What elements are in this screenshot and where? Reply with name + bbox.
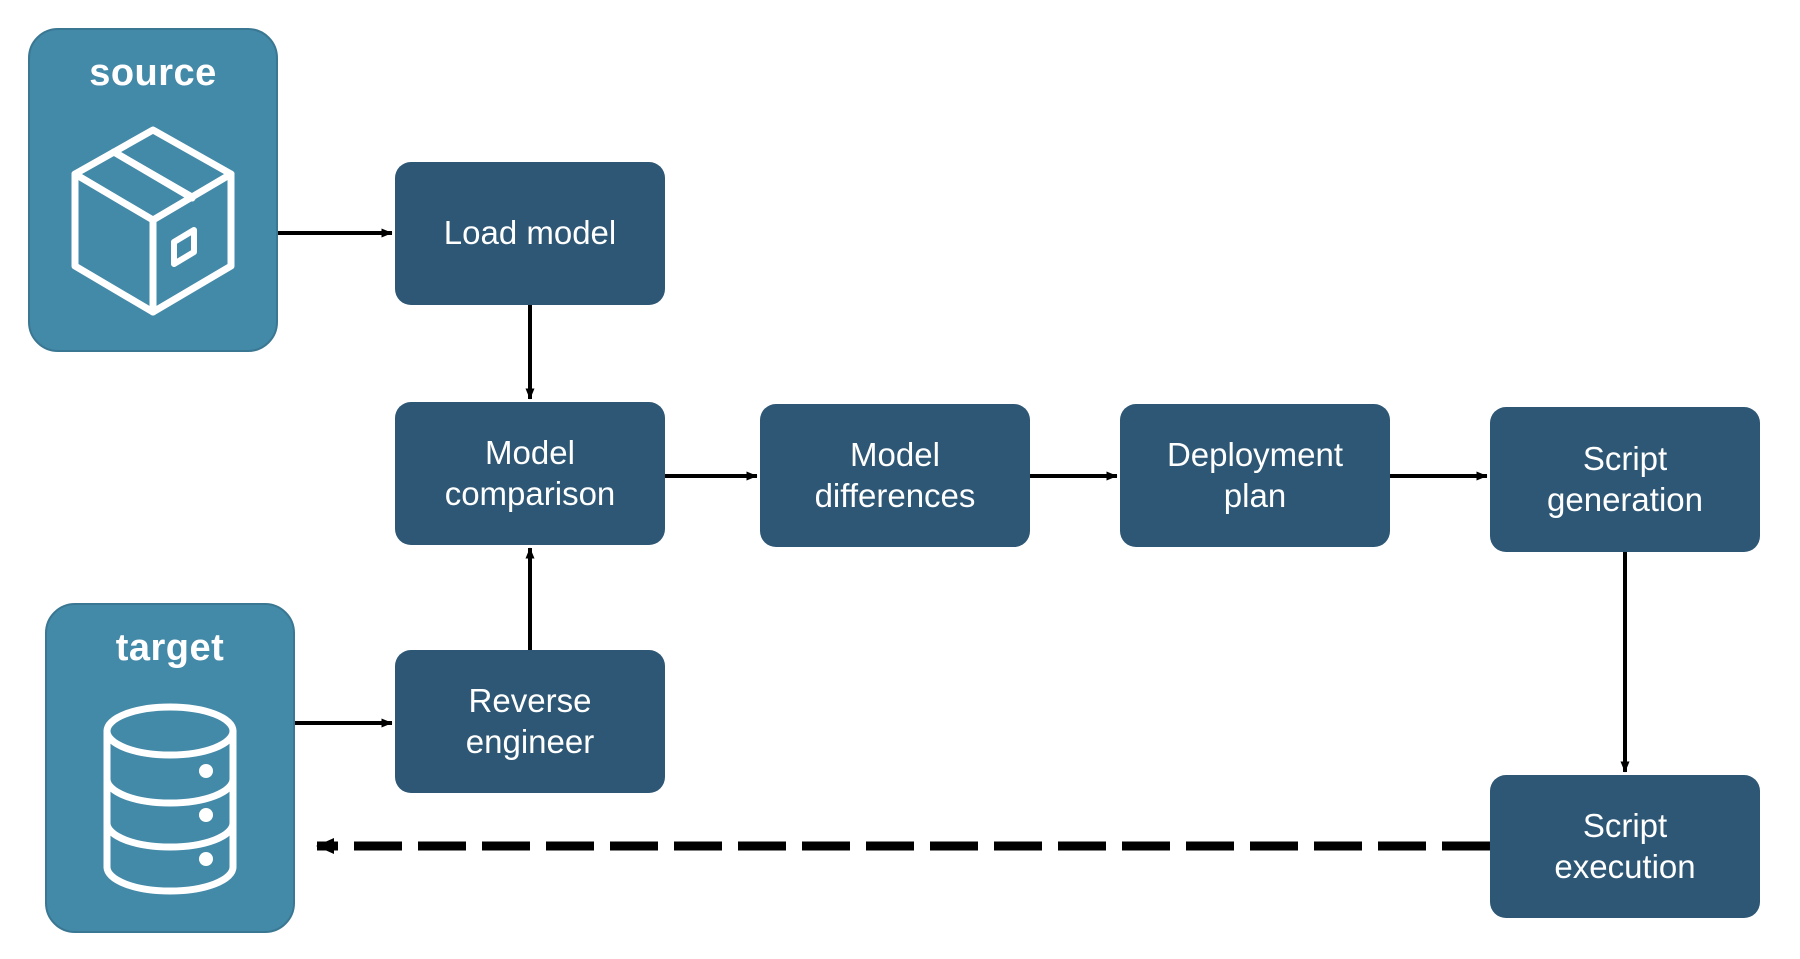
node-deployment-plan-line-1: Deployment bbox=[1166, 436, 1344, 474]
node-script-execution-line-1: Script bbox=[1582, 807, 1668, 845]
node-reverse-engineer-line-2: engineer bbox=[465, 722, 595, 760]
node-model-comparison[interactable]: Model comparison bbox=[395, 402, 665, 545]
endpoint-source[interactable]: source bbox=[28, 28, 278, 352]
node-reverse-engineer[interactable]: Reverse engineer bbox=[395, 650, 665, 793]
node-script-generation[interactable]: Script generation bbox=[1490, 407, 1760, 552]
node-load-model[interactable]: Load model bbox=[395, 162, 665, 305]
node-deployment-plan-line-2: plan bbox=[1223, 476, 1287, 514]
node-script-generation-line-2: generation bbox=[1547, 480, 1703, 518]
endpoint-target[interactable]: target bbox=[45, 603, 295, 933]
endpoint-target-label: target bbox=[115, 627, 225, 669]
node-script-generation-line-1: Script bbox=[1582, 440, 1668, 478]
node-model-differences-line-2: differences bbox=[814, 476, 976, 514]
node-load-model-line-1: Load model bbox=[443, 214, 617, 252]
node-script-execution-line-2: execution bbox=[1554, 847, 1696, 885]
node-model-differences-line-1: Model bbox=[850, 436, 940, 474]
node-model-comparison-line-2: comparison bbox=[444, 474, 616, 512]
node-reverse-engineer-line-1: Reverse bbox=[468, 682, 592, 720]
database-cylinder-icon bbox=[47, 667, 293, 931]
node-script-execution[interactable]: Script execution bbox=[1490, 775, 1760, 918]
node-model-comparison-line-1: Model bbox=[485, 434, 575, 472]
endpoint-source-label: source bbox=[89, 52, 217, 94]
package-box-icon bbox=[30, 92, 276, 350]
node-deployment-plan[interactable]: Deployment plan bbox=[1120, 404, 1390, 547]
node-model-differences[interactable]: Model differences bbox=[760, 404, 1030, 547]
